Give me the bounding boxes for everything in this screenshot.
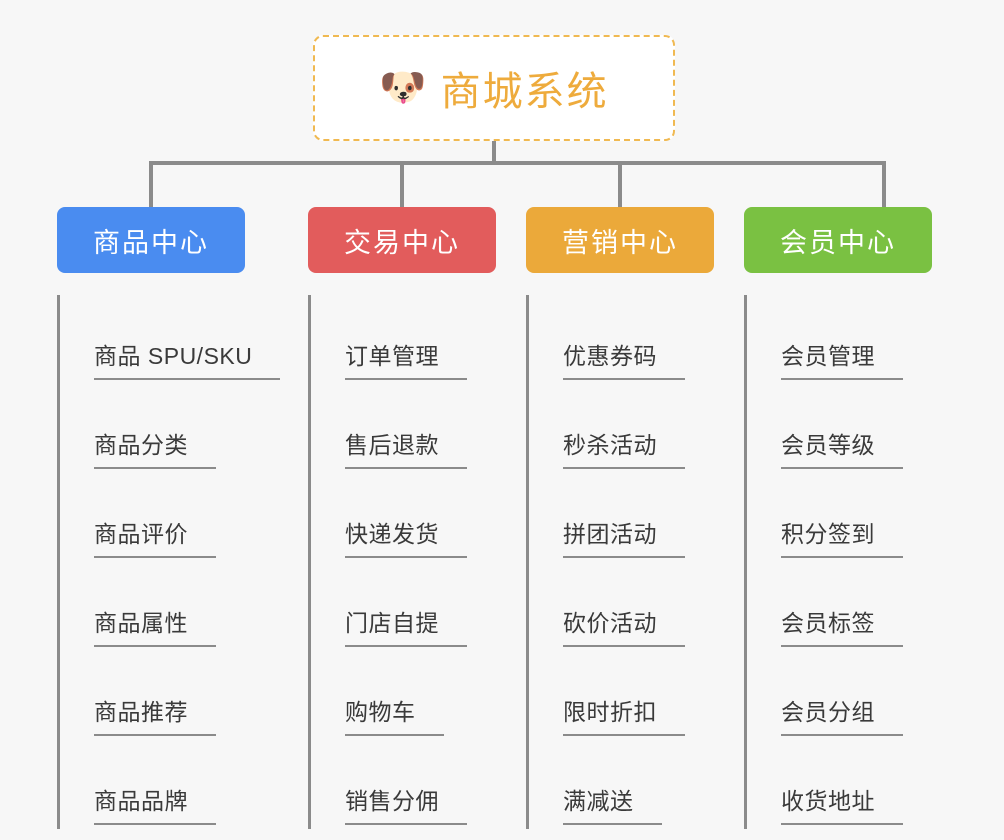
branch-item-list-2: 订单管理 售后退款 快递发货 门店自提 购物车 销售分佣 [308, 295, 496, 829]
list-item-label: 会员分组 [781, 693, 903, 736]
list-item[interactable]: 积分签到 [747, 473, 932, 562]
list-item-label: 商品 SPU/SKU [94, 337, 281, 380]
list-item[interactable]: 商品评价 [60, 473, 245, 562]
dog-face-icon: 🐶 [379, 67, 427, 109]
branch-column-3: 营销中心 优惠券码 秒杀活动 拼团活动 砍价活动 限时折扣 满减送 [526, 207, 714, 829]
branch-item-list-3: 优惠券码 秒杀活动 拼团活动 砍价活动 限时折扣 满减送 [526, 295, 714, 829]
list-item-label: 收货地址 [781, 782, 903, 825]
branch-item-list-1: 商品 SPU/SKU 商品分类 商品评价 商品属性 商品推荐 商品品牌 [57, 295, 281, 829]
connector-horizontal-bus [149, 161, 886, 165]
list-item[interactable]: 拼团活动 [529, 473, 714, 562]
connector-root-stem [492, 141, 496, 163]
list-item[interactable]: 会员等级 [747, 384, 932, 473]
list-item[interactable]: 快递发货 [311, 473, 496, 562]
branch-header-1[interactable]: 商品中心 [57, 207, 245, 273]
list-item-label: 拼团活动 [563, 515, 685, 558]
list-item-label: 商品推荐 [94, 693, 216, 736]
list-item[interactable]: 限时折扣 [529, 651, 714, 740]
list-item[interactable]: 优惠券码 [529, 295, 714, 384]
list-item-label: 会员管理 [781, 337, 903, 380]
list-item[interactable]: 商品 SPU/SKU [60, 295, 281, 384]
list-item-label: 售后退款 [345, 426, 467, 469]
list-item[interactable]: 砍价活动 [529, 562, 714, 651]
list-item-label: 快递发货 [345, 515, 467, 558]
list-item[interactable]: 购物车 [311, 651, 496, 740]
list-item-label: 会员标签 [781, 604, 903, 647]
connector-drop-2 [400, 161, 404, 207]
connector-drop-1 [149, 161, 153, 207]
branch-header-3[interactable]: 营销中心 [526, 207, 714, 273]
list-item[interactable]: 商品属性 [60, 562, 245, 651]
list-item[interactable]: 商品品牌 [60, 740, 245, 829]
list-item-label: 优惠券码 [563, 337, 685, 380]
branch-column-1: 商品中心 商品 SPU/SKU 商品分类 商品评价 商品属性 商品推荐 商品品牌 [57, 207, 281, 829]
list-item-label: 砍价活动 [563, 604, 685, 647]
list-item-label: 秒杀活动 [563, 426, 685, 469]
list-item-label: 商品属性 [94, 604, 216, 647]
list-item[interactable]: 售后退款 [311, 384, 496, 473]
list-item-label: 门店自提 [345, 604, 467, 647]
branch-column-4: 会员中心 会员管理 会员等级 积分签到 会员标签 会员分组 收货地址 [744, 207, 932, 829]
list-item-label: 订单管理 [345, 337, 467, 380]
list-item-label: 销售分佣 [345, 782, 467, 825]
list-item-label: 会员等级 [781, 426, 903, 469]
list-item[interactable]: 满减送 [529, 740, 714, 829]
list-item[interactable]: 会员分组 [747, 651, 932, 740]
branch-column-2: 交易中心 订单管理 售后退款 快递发货 门店自提 购物车 销售分佣 [308, 207, 496, 829]
list-item[interactable]: 销售分佣 [311, 740, 496, 829]
list-item[interactable]: 秒杀活动 [529, 384, 714, 473]
root-title: 商城系统 [440, 70, 609, 114]
list-item[interactable]: 订单管理 [311, 295, 496, 384]
branch-item-list-4: 会员管理 会员等级 积分签到 会员标签 会员分组 收货地址 [744, 295, 932, 829]
list-item[interactable]: 门店自提 [311, 562, 496, 651]
list-item-label: 商品评价 [94, 515, 216, 558]
connector-drop-4 [882, 161, 886, 207]
list-item[interactable]: 会员管理 [747, 295, 932, 384]
list-item-label: 商品分类 [94, 426, 216, 469]
list-item-label: 限时折扣 [563, 693, 685, 736]
list-item-label: 购物车 [345, 693, 444, 736]
list-item-label: 满减送 [563, 782, 662, 825]
list-item-label: 积分签到 [781, 515, 903, 558]
list-item[interactable]: 会员标签 [747, 562, 932, 651]
list-item[interactable]: 商品推荐 [60, 651, 245, 740]
list-item[interactable]: 收货地址 [747, 740, 932, 829]
list-item-label: 商品品牌 [94, 782, 216, 825]
connector-drop-3 [618, 161, 622, 207]
root-node[interactable]: 🐶 商城系统 [313, 35, 675, 141]
branch-header-2[interactable]: 交易中心 [308, 207, 496, 273]
branch-header-4[interactable]: 会员中心 [744, 207, 932, 273]
list-item[interactable]: 商品分类 [60, 384, 245, 473]
